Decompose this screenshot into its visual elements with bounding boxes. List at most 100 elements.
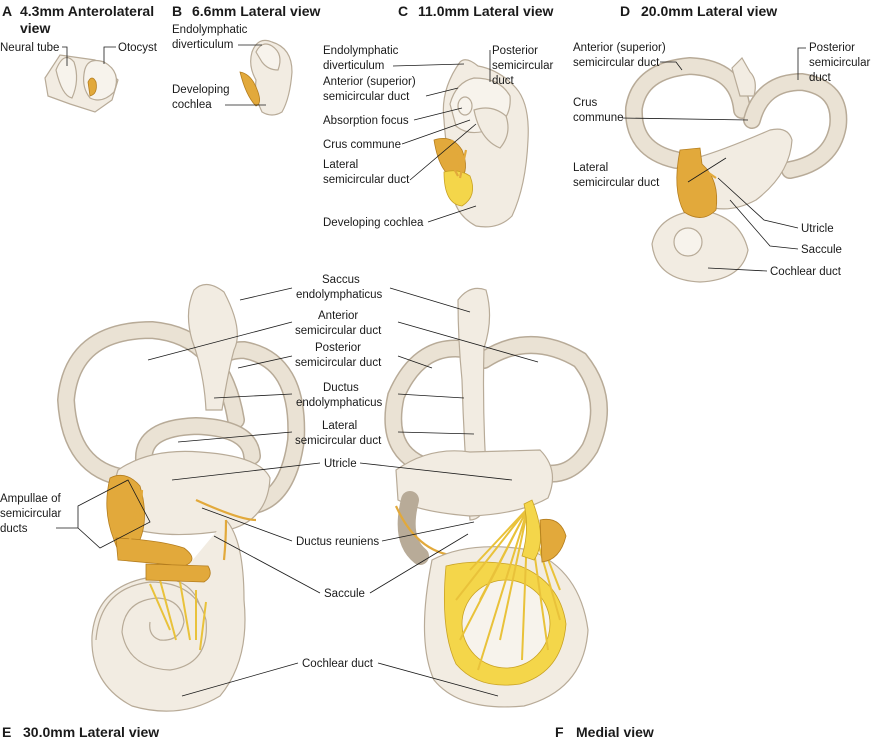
- leader-reuniens-right: [381, 521, 475, 542]
- leader-saccule-right: [369, 533, 469, 594]
- label-d-ant-2: semicircular duct: [573, 57, 660, 69]
- leader-d-crus: [621, 117, 749, 121]
- panel-d: D 20.0mm Lateral view Anterior (superior…: [573, 3, 871, 283]
- leader-ant-right: [397, 321, 539, 363]
- label-saccule: Saccule: [324, 588, 365, 600]
- leader-post-right: [397, 355, 433, 369]
- developing-otocyst-drawing: [239, 39, 293, 116]
- label-utricle: Utricle: [324, 458, 357, 470]
- label-d-post-1: Posterior: [809, 42, 855, 54]
- panel-a-title-line2: view: [20, 20, 50, 36]
- panel-f-title: Medial view: [576, 724, 654, 740]
- panel-c-letter: C: [398, 3, 408, 19]
- panel-b: B 6.6mm Lateral view Endolymphatic diver…: [172, 3, 321, 116]
- label-ant-2: semicircular duct: [295, 325, 382, 337]
- leader-reuniens-left: [201, 507, 293, 542]
- leader-c-ant: [425, 87, 459, 97]
- label-saccus-2: endolymphaticus: [296, 289, 383, 301]
- leader-d-cochlear: [707, 267, 768, 272]
- leader-d-utricle: [717, 177, 799, 229]
- leader-d-saccule: [729, 199, 799, 250]
- leader-c-absorption: [413, 107, 463, 121]
- label-amp-3: ducts: [0, 523, 28, 535]
- leader-saccus-right: [389, 287, 471, 313]
- panel-f-letter: F: [555, 724, 564, 740]
- label-c-endo-1: Endolymphatic: [323, 45, 399, 57]
- panel-a-title: 4.3mm Anterolateral: [20, 3, 154, 19]
- leader-lat-left: [177, 431, 293, 443]
- leader-c-crus: [401, 119, 471, 145]
- label-c-ant-2: semicircular duct: [323, 91, 410, 103]
- otocyst-drawing: [44, 54, 119, 113]
- label-reuniens: Ductus reuniens: [296, 536, 379, 548]
- panel-f-labyrinth-drawing: [384, 287, 608, 708]
- panel-b-title: 6.6mm Lateral view: [192, 3, 321, 19]
- panel-c-title: 11.0mm Lateral view: [418, 3, 554, 19]
- label-post-1: Posterior: [315, 342, 361, 354]
- leader-d-post: [797, 47, 806, 80]
- panel-d-letter: D: [620, 3, 630, 19]
- d-labyrinth-drawing: [624, 56, 848, 283]
- label-cochlear: Cochlear duct: [302, 658, 374, 670]
- label-b-endo-1: Endolymphatic: [172, 24, 248, 36]
- label-c-absorption: Absorption focus: [323, 115, 409, 127]
- leader-lat-right: [397, 431, 475, 435]
- c-labyrinth-drawing: [433, 59, 529, 228]
- label-c-lat-1: Lateral: [323, 159, 358, 171]
- label-d-post-3: duct: [809, 72, 832, 84]
- label-d-ant-1: Anterior (superior): [573, 42, 666, 54]
- label-c-ant-1: Anterior (superior): [323, 76, 416, 88]
- leader-cochlear-left: [181, 662, 299, 697]
- ampullae-bracket: [56, 479, 151, 549]
- panel-e-labyrinth-drawing: [56, 283, 306, 712]
- label-otocyst: Otocyst: [118, 42, 158, 54]
- panel-e-letter: E: [2, 724, 11, 740]
- label-c-post-3: duct: [492, 75, 515, 87]
- leader-utricle-right: [359, 462, 513, 481]
- leader-c-endo: [392, 63, 465, 67]
- label-saccus-1: Saccus: [322, 274, 360, 286]
- leader-cochlear-right: [377, 662, 499, 697]
- label-c-post-2: semicircular: [492, 60, 554, 72]
- label-amp-2: semicircular: [0, 508, 62, 520]
- label-d-cochlear: Cochlear duct: [770, 266, 842, 278]
- leader-d-ant: [660, 61, 683, 71]
- panel-a: A 4.3mm Anterolateral view Neural tube O…: [0, 3, 158, 113]
- label-d-lat-2: semicircular duct: [573, 177, 660, 189]
- label-d-saccule: Saccule: [801, 244, 842, 256]
- panel-c: C 11.0mm Lateral view Endolymphatic dive…: [323, 3, 554, 229]
- label-lat-2: semicircular duct: [295, 435, 382, 447]
- label-ductus-1: Ductus: [323, 382, 359, 394]
- label-c-post-1: Posterior: [492, 45, 538, 57]
- label-b-coch-1: Developing: [172, 84, 230, 96]
- leader-c-lat: [409, 123, 477, 181]
- leader-saccule-left: [213, 535, 321, 594]
- leader-otocyst: [103, 46, 116, 64]
- leader-ductus-left: [213, 393, 293, 399]
- label-d-utricle: Utricle: [801, 223, 834, 235]
- leader-ant-left: [147, 321, 293, 361]
- label-amp-1: Ampullae of: [0, 493, 62, 505]
- leader-saccus-left: [239, 287, 293, 301]
- leader-neural-tube: [62, 46, 68, 66]
- label-c-endo-2: diverticulum: [323, 60, 384, 72]
- label-b-coch-2: cochlea: [172, 99, 212, 111]
- label-d-crus-2: commune: [573, 112, 624, 124]
- label-c-lat-2: semicircular duct: [323, 174, 410, 186]
- panel-b-letter: B: [172, 3, 182, 19]
- label-d-post-2: semicircular: [809, 57, 871, 69]
- label-neural-tube: Neural tube: [0, 42, 59, 54]
- panel-a-letter: A: [2, 3, 12, 19]
- label-ductus-2: endolymphaticus: [296, 397, 383, 409]
- label-d-lat-1: Lateral: [573, 162, 608, 174]
- leader-ductus-right: [397, 393, 465, 399]
- leader-c-cochlea: [427, 205, 477, 223]
- label-ant-1: Anterior: [318, 310, 358, 322]
- leader-utricle-left: [171, 462, 321, 481]
- label-b-endo-2: diverticulum: [172, 39, 233, 51]
- shared-labels: Saccus endolymphaticus Anterior semicirc…: [147, 274, 539, 697]
- label-d-crus-1: Crus: [573, 97, 598, 109]
- panel-d-title: 20.0mm Lateral view: [641, 3, 777, 19]
- label-post-2: semicircular duct: [295, 357, 382, 369]
